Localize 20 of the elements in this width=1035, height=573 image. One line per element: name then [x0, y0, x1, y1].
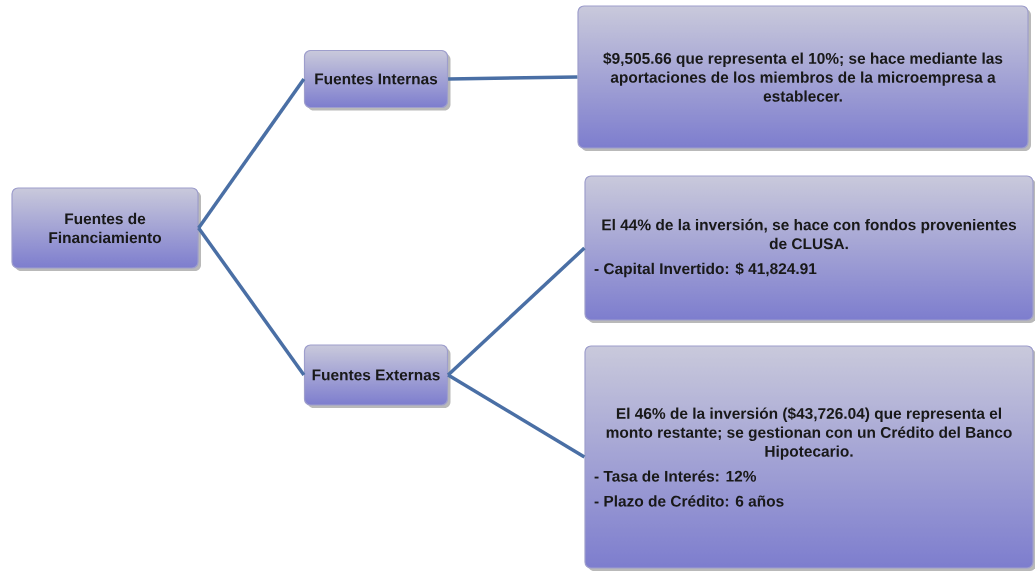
- connector-line: [447, 373, 586, 459]
- text-box: [303, 344, 451, 408]
- box-text: $9,505.66 que representa el 10%; se hace mediante las aportaciones de los miembros de la microempresa a establecer.: [603, 52, 1003, 102]
- text-box: [584, 345, 1035, 571]
- bullet-text: - Plazo de Crédito: 6 años: [594, 495, 784, 507]
- box-text: Fuentes Externas: [312, 369, 440, 381]
- text-box: [11, 187, 201, 271]
- connector-line: [446, 246, 586, 377]
- heading-text: El 44% de la inversión, se hace con fondos provenientes de CLUSA.: [602, 218, 1017, 250]
- heading-text: El 46% de la inversión ($43,726.04) que representa el monto restante; se gestionan con un Crédito del Banco Hipotecario.: [606, 407, 1012, 460]
- bullet-text: - Tasa de Interés: 12%: [594, 470, 757, 482]
- connector-line: [197, 226, 306, 376]
- text-box: [303, 49, 451, 111]
- text-box: [584, 175, 1035, 323]
- connector-line: [448, 75, 578, 81]
- box-text: Fuentes Internas: [315, 73, 438, 85]
- connector-line: [197, 78, 306, 229]
- box-text: Fuentes de Financiamiento: [49, 212, 162, 244]
- text-box: [577, 5, 1031, 151]
- bullet-text: - Capital Invertido: $ 41,824.91: [594, 262, 817, 278]
